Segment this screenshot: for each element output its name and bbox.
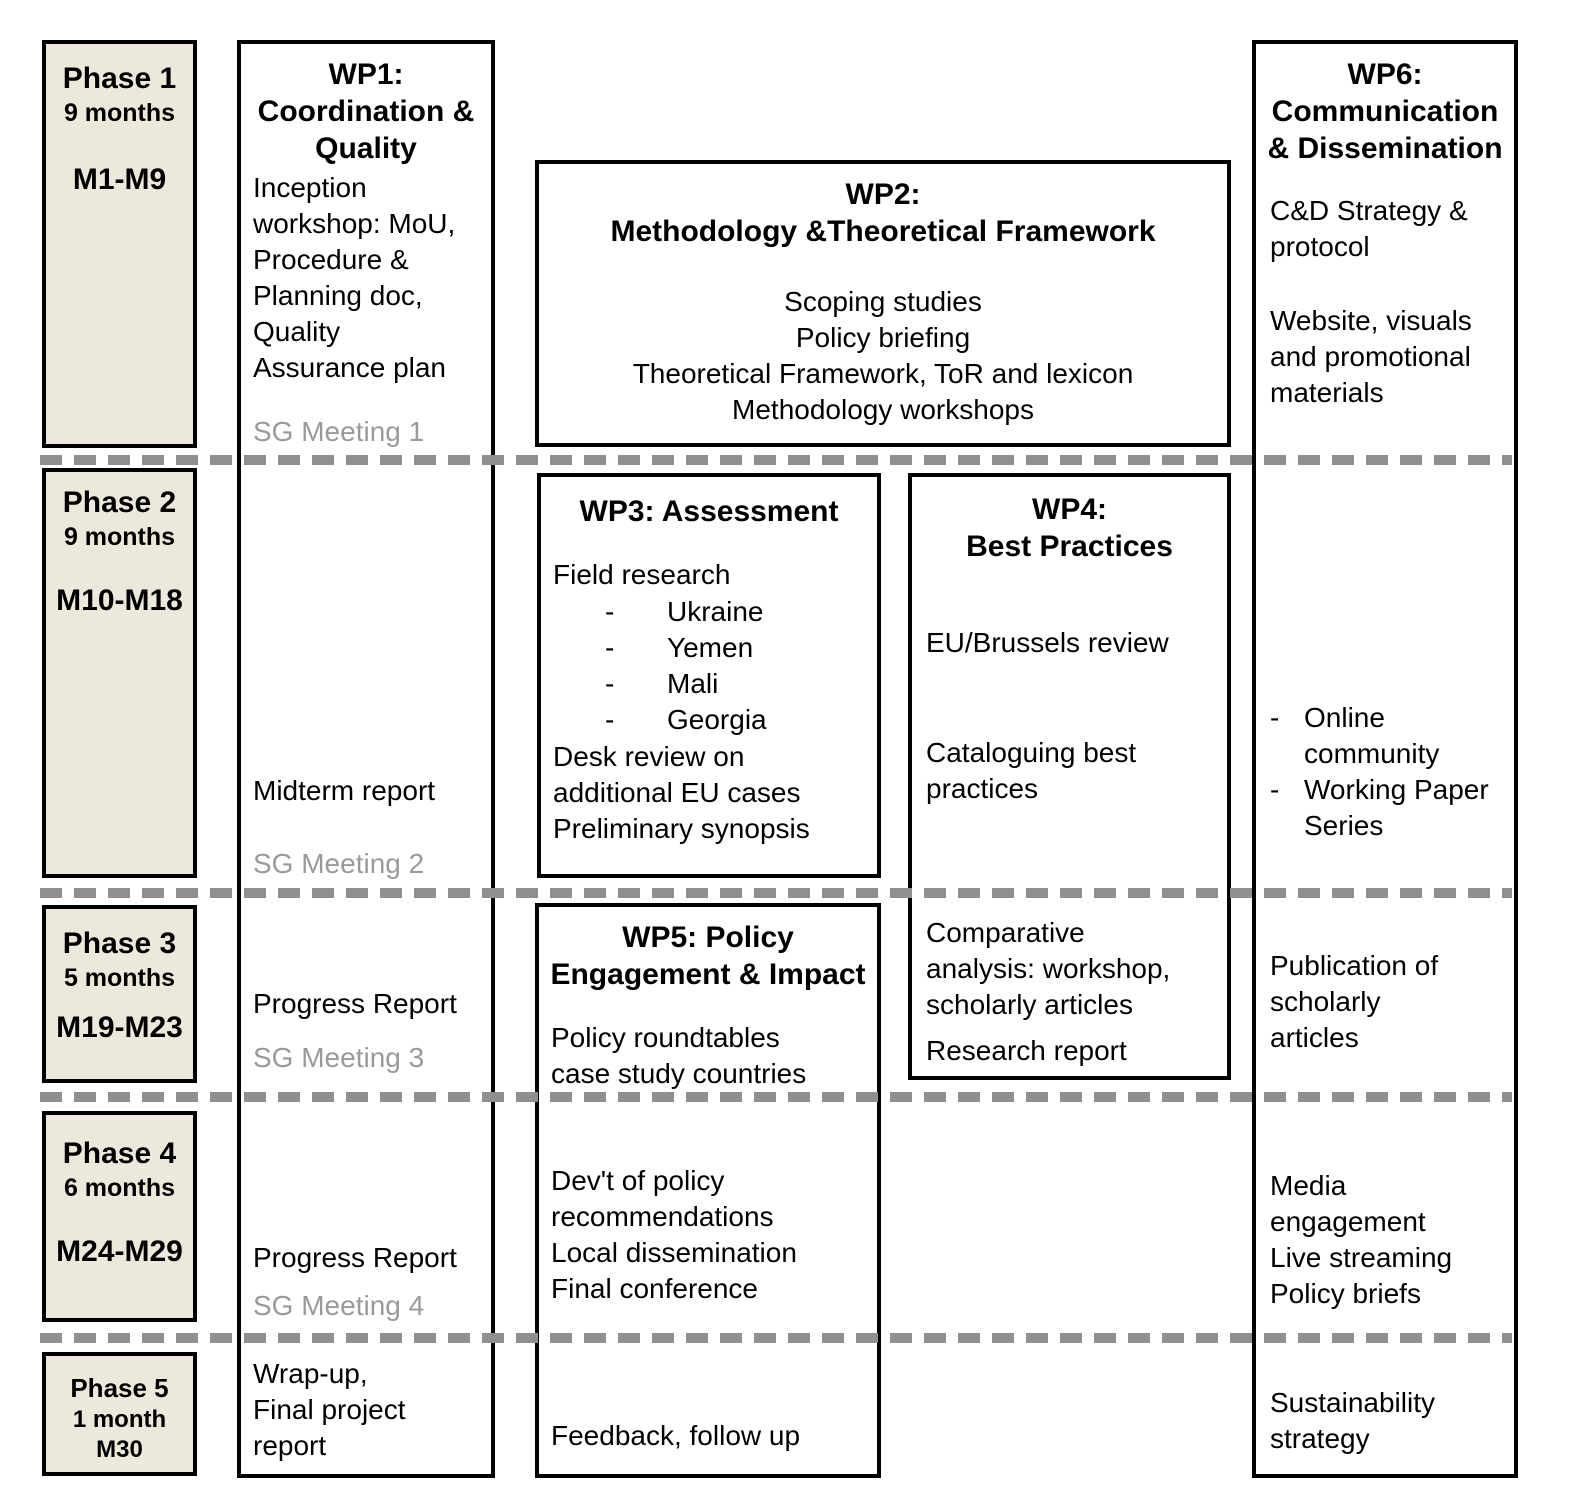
wp3-country-list: - Ukraine - Yemen - Mali - Georgia [605, 594, 869, 738]
phase-1-months: M1-M9 [72, 163, 167, 196]
wp6-bullet-list: - Online community - Working Paper Serie… [1270, 700, 1506, 844]
wp6-media-item: Media engagement Live streaming Policy b… [1270, 1170, 1453, 1309]
wp3-country-ukraine: Ukraine [667, 596, 764, 627]
dash-bullet: - [605, 596, 615, 627]
wp2-item-scoping: Scoping studies [784, 286, 982, 317]
phase-5-box: Phase 5 1 month M30 [42, 1352, 197, 1476]
wp1-progress-report-phase4: Progress Report [253, 1242, 457, 1273]
phase-4-months: M24-M29 [56, 1235, 183, 1268]
phase-3-box: Phase 3 5 months M19-M23 [42, 905, 197, 1083]
wp1-inception-item: Inception workshop: MoU, Procedure & Pla… [253, 172, 456, 383]
wp3-country-row: - Ukraine [605, 594, 869, 630]
wp1-progress-report-phase3: Progress Report [253, 988, 457, 1019]
wp3-country-row: - Georgia [605, 702, 869, 738]
wp3-synopsis-item: Preliminary synopsis [553, 813, 810, 844]
wp2-box: WP2: Methodology &Theoretical Framework … [535, 160, 1231, 447]
phase-separator-line-3 [40, 1092, 1512, 1102]
wp6-bullet-row: - Working Paper Series [1270, 772, 1506, 844]
dash-bullet: - [605, 668, 615, 699]
phase-4-duration: 6 months [63, 1174, 176, 1202]
wp1-title: WP1: Coordination & Quality [257, 58, 475, 165]
phase-1-duration: 9 months [63, 99, 176, 127]
wp1-box: WP1: Coordination & Quality Inception wo… [237, 40, 495, 1478]
wp2-item-policy-briefing: Policy briefing [795, 322, 971, 353]
wp5-development-item: Dev't of policy recommendations Local di… [551, 1165, 797, 1304]
phase-2-months: M10-M18 [56, 584, 183, 617]
dash-bullet: - [1270, 702, 1280, 733]
wp3-country-georgia: Georgia [667, 704, 767, 735]
wp3-country-mali: Mali [667, 668, 719, 699]
wp1-sg-meeting-4: SG Meeting 4 [253, 1290, 425, 1321]
dash-bullet: - [605, 704, 615, 735]
phase-2-box: Phase 2 9 months M10-M18 [42, 468, 197, 878]
wp6-title: WP6: Communication & Dissemination [1267, 58, 1503, 165]
wp2-item-methodology-workshops: Methodology workshops [732, 394, 1034, 425]
phase-1-name: Phase 1 [62, 62, 177, 95]
wp3-title: WP3: Assessment [579, 495, 839, 528]
wp5-box: WP5: Policy Engagement & Impact Policy r… [535, 903, 881, 1478]
phase-separator-line-2 [40, 888, 1512, 898]
phase-4-name: Phase 4 [62, 1137, 177, 1170]
wp3-country-row: - Mali [605, 666, 869, 702]
wp3-country-row: - Yemen [605, 630, 869, 666]
wp5-roundtables-item: Policy roundtables case study countries [551, 1022, 807, 1089]
wp6-publication-item: Publication of scholarly articles [1270, 950, 1439, 1053]
phase-2-duration: 9 months [63, 523, 176, 551]
phase-5-duration: 1 month [72, 1406, 167, 1433]
wp4-box: WP4: Best Practices EU/Brussels review C… [908, 473, 1231, 1080]
phase-4-box: Phase 4 6 months M24-M29 [42, 1111, 197, 1322]
phase-1-box: Phase 1 9 months M1-M9 [42, 40, 197, 448]
wp6-working-paper-item: Working Paper Series [1304, 774, 1489, 841]
dash-bullet: - [1270, 774, 1280, 805]
wp2-activities: Scoping studies Policy briefing Theoreti… [539, 284, 1227, 428]
wp6-sustainability-item: Sustainability strategy [1270, 1387, 1435, 1454]
wp5-feedback-item: Feedback, follow up [551, 1420, 801, 1451]
wp2-item-theoretical-framework: Theoretical Framework, ToR and lexicon [632, 358, 1134, 389]
phase-2-name: Phase 2 [62, 486, 177, 519]
wp2-title: WP2: Methodology &Theoretical Framework [610, 178, 1156, 248]
phase-5-months: M30 [96, 1436, 143, 1463]
wp4-research-report-item: Research report [926, 1035, 1127, 1066]
wp5-title: WP5: Policy Engagement & Impact [550, 921, 866, 991]
wp3-country-yemen: Yemen [667, 632, 754, 663]
wp1-sg-meeting-3: SG Meeting 3 [253, 1042, 425, 1073]
phase-3-months: M19-M23 [56, 1011, 183, 1044]
wp1-wrapup-item: Wrap-up, Final project report [253, 1358, 406, 1461]
phase-3-name: Phase 3 [62, 927, 177, 960]
wp1-sg-meeting-1: SG Meeting 1 [253, 416, 425, 447]
wp4-comparative-item: Comparative analysis: workshop, scholarl… [926, 917, 1171, 1020]
wp3-box: WP3: Assessment Field research - Ukraine… [537, 473, 881, 878]
wp6-online-community-item: Online community [1304, 702, 1440, 769]
phase-3-duration: 5 months [63, 964, 176, 992]
wp3-field-research-label: Field research [553, 559, 731, 590]
wp4-eu-review-item: EU/Brussels review [926, 627, 1169, 658]
dash-bullet: - [605, 632, 615, 663]
wp4-title: WP4: Best Practices [966, 493, 1173, 563]
wp6-box: WP6: Communication & Dissemination C&D S… [1252, 40, 1518, 1478]
wp6-bullet-row: - Online community [1270, 700, 1506, 772]
wp6-strategy-item: C&D Strategy & protocol [1270, 195, 1468, 262]
phase-separator-line-4 [40, 1333, 1512, 1343]
phase-5-name: Phase 5 [70, 1373, 169, 1403]
wp6-website-item: Website, visuals and promotional materia… [1270, 305, 1472, 408]
wp1-sg-meeting-2: SG Meeting 2 [253, 848, 425, 879]
wp3-desk-review-item: Desk review on additional EU cases [553, 741, 801, 808]
wp4-cataloguing-item: Cataloguing best practices [926, 737, 1137, 804]
phase-separator-line-1 [40, 455, 1512, 465]
wp1-midterm-report: Midterm report [253, 775, 436, 806]
